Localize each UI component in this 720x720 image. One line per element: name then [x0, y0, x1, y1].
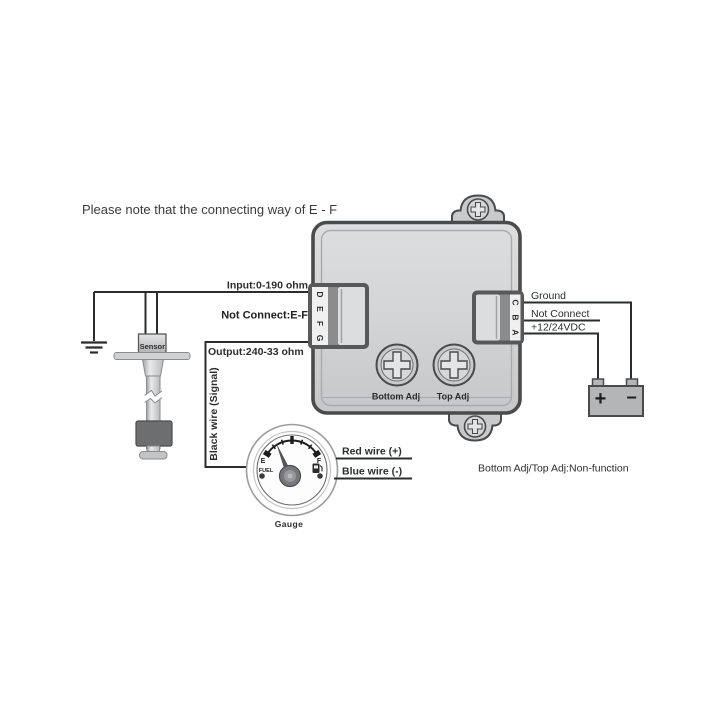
- terminal-letter-B: B: [510, 314, 520, 320]
- terminal-letter-F: F: [315, 321, 325, 326]
- gauge-ticks: [262, 436, 322, 458]
- gauge-wire-lines: [334, 457, 412, 480]
- left-terminal-plug: [338, 287, 365, 345]
- title-note: Please note that the connecting way of E…: [82, 202, 337, 217]
- top-tab-screw-cross-icon: [470, 201, 486, 218]
- left-terminal-letter-strip: [312, 287, 328, 345]
- left-terminal-band: [328, 287, 338, 345]
- gauge-full-label: F: [317, 458, 322, 465]
- fuel-sensor: Sensor: [113, 333, 191, 460]
- right-terminal-plug: [476, 294, 500, 341]
- terminal-letter-D: D: [315, 291, 325, 297]
- bottom-adj-cross-icon: [383, 351, 411, 379]
- gauge-right-dot: [317, 473, 323, 479]
- controller-box: D E F G C B A Bottom Adj Top Adj: [308, 194, 524, 442]
- battery-body: [588, 385, 644, 417]
- blue-wire-label: Blue wire (-): [342, 466, 402, 478]
- right-terminal-block: C B A: [472, 290, 524, 345]
- fuel-gauge: E F FUEL Gauge: [245, 423, 339, 529]
- terminal-letter-E: E: [315, 306, 325, 312]
- red-wire-label: Red wire (+): [342, 446, 402, 458]
- power-label: +12/24VDC: [531, 322, 586, 334]
- battery: + −: [588, 378, 644, 417]
- gauge-fuel-label: FUEL: [259, 468, 274, 474]
- top-adj-screw: [432, 343, 476, 387]
- sensor-circuit-wires: [93, 291, 310, 468]
- right-terminal-band: [500, 294, 510, 341]
- power-circuit-wires: [524, 301, 632, 380]
- tube-break: [144, 390, 162, 403]
- ground-wire-right: [524, 301, 632, 380]
- power-wire: [524, 332, 599, 380]
- input-label: Input:0-190 ohm: [227, 280, 308, 292]
- top-adj-cross-icon: [440, 351, 468, 379]
- terminal-letter-C: C: [510, 299, 520, 305]
- sensor-flange: [113, 352, 191, 360]
- gauge-left-dot: [259, 473, 265, 479]
- not-connect-label: Not Connect: [531, 308, 589, 320]
- bottom-adj-label: Bottom Adj: [372, 392, 420, 402]
- black-wire-label: Black wire (Signal): [208, 367, 220, 460]
- gauge-hub-center: [287, 473, 293, 479]
- output-signal-wire: [204, 341, 310, 468]
- left-terminal-block: D E F G: [308, 283, 369, 349]
- gauge-label: Gauge: [275, 519, 303, 529]
- bottom-adj-screw: [375, 343, 419, 387]
- right-terminal-letter-strip: [510, 294, 521, 341]
- sensor-end-cap: [139, 451, 168, 460]
- fuel-pump-icon: [312, 463, 323, 473]
- battery-minus-symbol: −: [626, 388, 637, 408]
- adj-note: Bottom Adj/Top Adj:Non-function: [478, 463, 629, 475]
- gauge-empty-label: E: [261, 458, 266, 465]
- output-label: Output:240-33 ohm: [208, 346, 304, 358]
- ground-symbol: [81, 341, 107, 354]
- sensor-collar: [141, 359, 165, 377]
- sensor-label: Sensor: [140, 342, 166, 351]
- not-connect-ef-label: Not Connect:E-F: [221, 310, 308, 322]
- sensor-float: [135, 420, 173, 447]
- terminal-letter-G: G: [315, 335, 325, 342]
- battery-plus-symbol: +: [595, 388, 607, 410]
- bottom-tab-screw-cross-icon: [467, 418, 483, 435]
- top-adj-label: Top Adj: [437, 392, 470, 402]
- terminal-letter-A: A: [510, 329, 520, 335]
- ground-label: Ground: [531, 290, 566, 302]
